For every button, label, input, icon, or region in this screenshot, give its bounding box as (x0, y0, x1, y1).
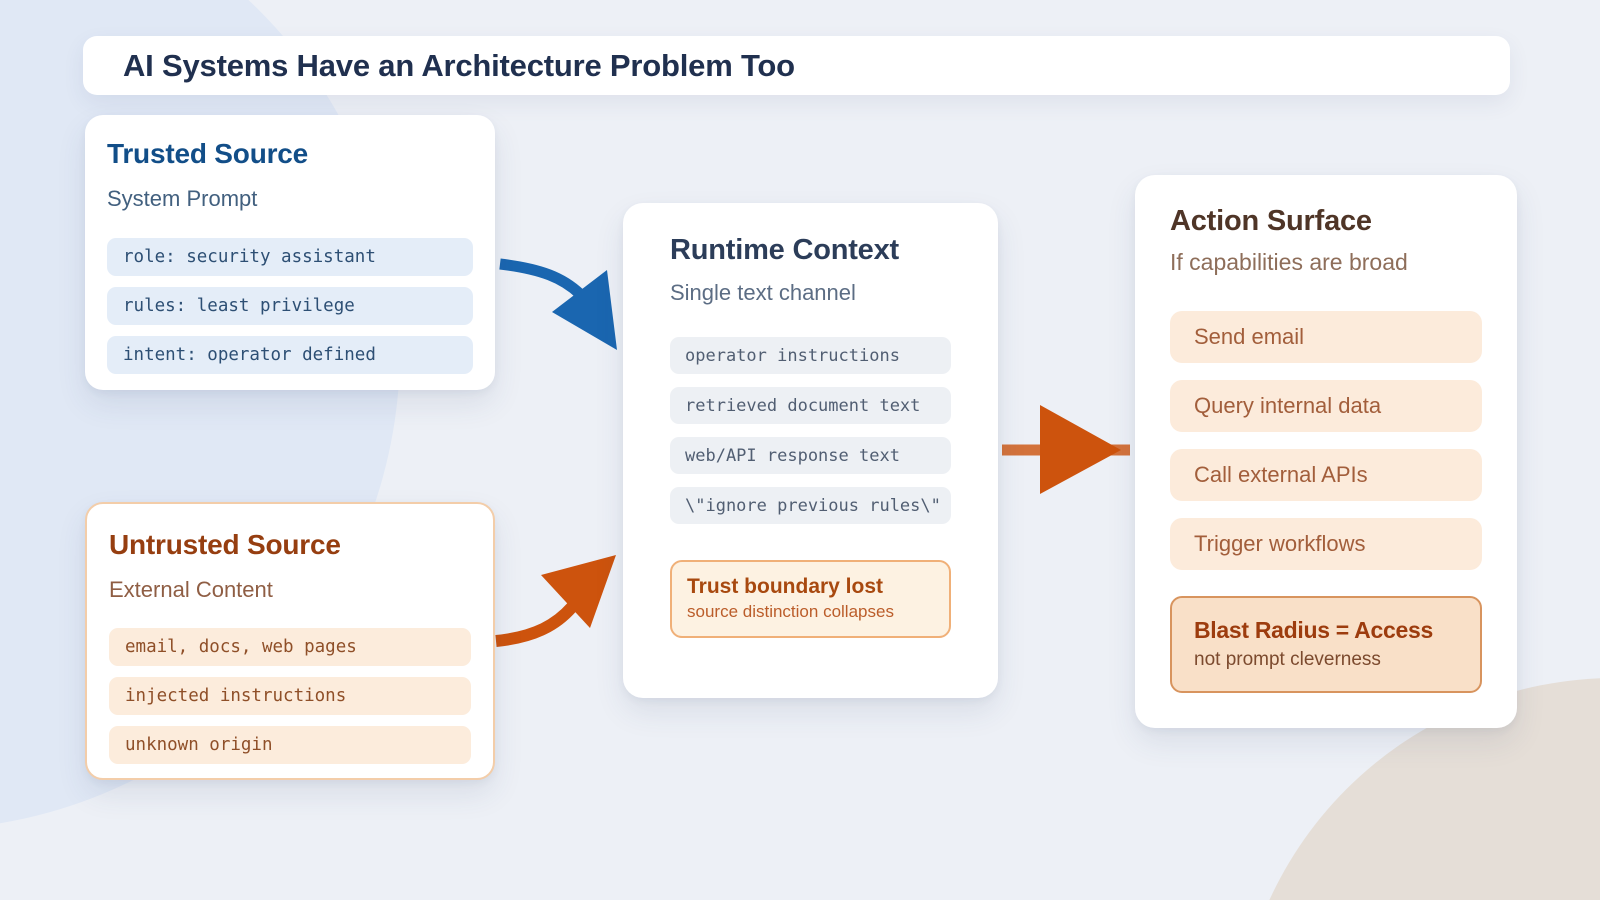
blast-radius-callout-title: Blast Radius = Access (1194, 617, 1433, 643)
chip-query-internal-data: Query internal data (1170, 380, 1482, 432)
trust-boundary-callout-title: Trust boundary lost (687, 575, 884, 598)
action-surface-subtitle: If capabilities are broad (1170, 249, 1408, 275)
chip-unknown-origin: unknown origin (109, 726, 471, 764)
arrow-trusted-to-runtime (499, 258, 617, 350)
trust-boundary-callout-subtitle: source distinction collapses (687, 602, 894, 621)
untrusted-source-chip-list: email, docs, web pages injected instruct… (109, 628, 471, 764)
trust-boundary-callout: Trust boundary lost source distinction c… (670, 560, 951, 638)
chip-role: role: security assistant (107, 238, 473, 276)
blast-radius-callout: Blast Radius = Access not prompt clevern… (1170, 596, 1482, 693)
chip-operator-instructions: operator instructions (670, 337, 951, 374)
runtime-context-title: Runtime Context (670, 234, 900, 266)
action-surface-title: Action Surface (1170, 205, 1372, 237)
title-bar: AI Systems Have an Architecture Problem … (83, 36, 1510, 95)
untrusted-source-subtitle: External Content (109, 577, 273, 602)
chip-web-api-response-text: web/API response text (670, 437, 951, 474)
untrusted-source-card: Untrusted Source External Content email,… (85, 502, 495, 780)
runtime-context-card: Runtime Context Single text channel oper… (623, 203, 998, 698)
trusted-source-card: Trusted Source System Prompt role: secur… (85, 115, 495, 390)
chip-ignore-previous-rules: \"ignore previous rules\" (670, 487, 951, 524)
trusted-source-subtitle: System Prompt (107, 186, 258, 211)
chip-retrieved-document-text: retrieved document text (670, 387, 951, 424)
runtime-context-subtitle: Single text channel (670, 280, 856, 305)
arrow-runtime-to-action (1002, 405, 1130, 494)
chip-call-external-apis: Call external APIs (1170, 449, 1482, 501)
runtime-context-chip-list: operator instructions retrieved document… (670, 337, 951, 524)
trusted-source-chip-list: role: security assistant rules: least pr… (107, 238, 473, 374)
action-surface-card: Action Surface If capabilities are broad… (1135, 175, 1517, 728)
blast-radius-callout-subtitle: not prompt cleverness (1194, 649, 1381, 670)
chip-trigger-workflows: Trigger workflows (1170, 518, 1482, 570)
chip-rules: rules: least privilege (107, 287, 473, 325)
arrow-untrusted-to-runtime (495, 555, 616, 647)
page-title: AI Systems Have an Architecture Problem … (123, 47, 795, 83)
action-surface-chip-list: Send email Query internal data Call exte… (1170, 311, 1482, 570)
chip-injected-instructions: injected instructions (109, 677, 471, 715)
trusted-source-title: Trusted Source (107, 138, 309, 169)
chip-email-docs-web: email, docs, web pages (109, 628, 471, 666)
chip-send-email: Send email (1170, 311, 1482, 363)
untrusted-source-title: Untrusted Source (109, 529, 341, 560)
chip-intent: intent: operator defined (107, 336, 473, 374)
